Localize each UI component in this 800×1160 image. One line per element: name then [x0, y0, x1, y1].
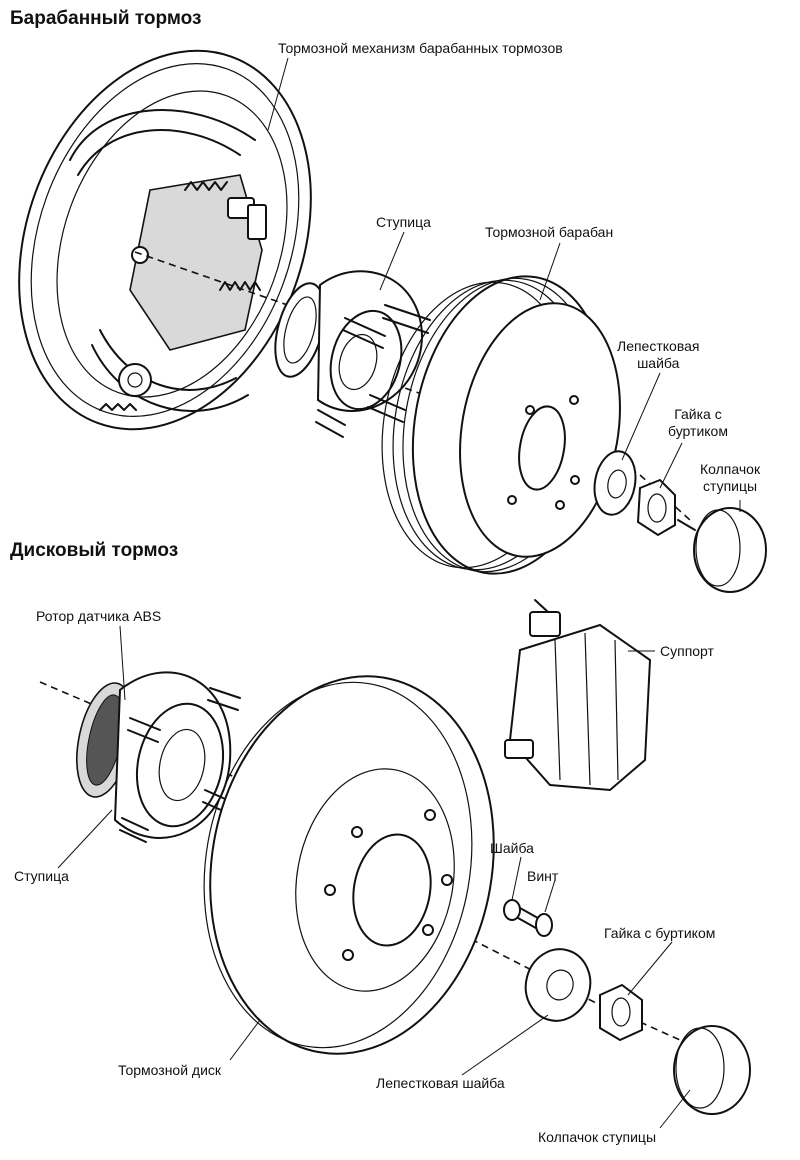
brake-disc — [203, 675, 495, 1055]
label-drum-hub-cap: Колпачок ступицы — [700, 461, 761, 494]
label-abs-rotor: Ротор датчика ABS — [36, 608, 162, 624]
label-disc-washer: Шайба — [490, 840, 534, 856]
caliper — [504, 599, 652, 792]
label-brake-drum: Тормозной барабан — [485, 224, 614, 240]
disc-screw — [517, 907, 553, 937]
label-drum-collar-nut: Гайка с буртиком — [668, 406, 728, 439]
drum-brake-backing-plate — [18, 49, 312, 431]
drum-hub-cap — [677, 507, 767, 593]
label-caliper: Суппорт — [660, 643, 714, 659]
disc-washer — [503, 899, 521, 921]
label-disc-tab-washer: Лепестковая шайба — [376, 1075, 505, 1091]
label-drum-mechanism: Тормозной механизм барабанных тормозов — [278, 40, 563, 56]
label-disc-hub-cap: Колпачок ступицы — [538, 1129, 657, 1145]
drum-brake-heading: Барабанный тормоз — [10, 8, 202, 29]
disc-hub — [113, 671, 241, 843]
label-disc-collar-nut: Гайка с буртиком — [604, 925, 716, 941]
label-disc-hub: Ступица — [14, 868, 69, 884]
disc-brake-heading: Дисковый тормоз — [10, 540, 179, 561]
label-drum-tab-washer: Лепестковая шайба — [617, 338, 700, 371]
disc-tab-washer — [524, 948, 592, 1022]
label-disc-screw: Винт — [527, 868, 559, 884]
brake-drum — [381, 275, 621, 575]
disc-hub-cap — [673, 1025, 751, 1115]
label-drum-hub: Ступица — [376, 214, 431, 230]
drum-collar-nut — [636, 478, 676, 537]
disc-collar-nut — [599, 983, 643, 1042]
drum-hub — [274, 270, 431, 438]
drum-tab-washer — [593, 450, 637, 516]
label-brake-disc: Тормозной диск — [118, 1062, 222, 1078]
